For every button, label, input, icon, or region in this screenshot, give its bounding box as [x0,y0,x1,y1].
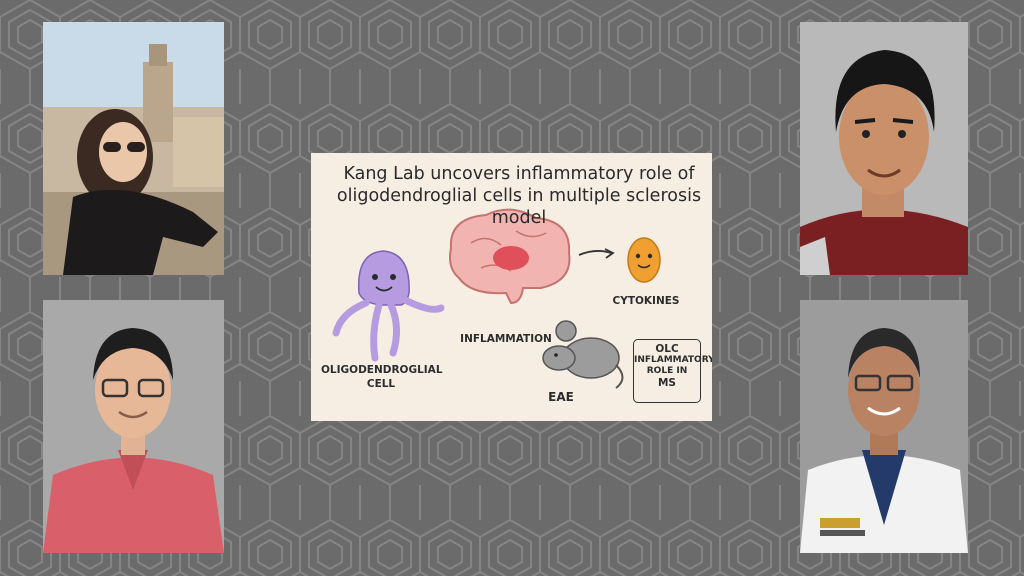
label-cytokines: CYTOKINES [612,295,680,307]
card-title-line2: oligodendroglial cells in multiple scler… [336,186,702,228]
illustration-art [332,208,661,389]
photo-man-glasses-red-shirt [43,300,224,553]
cytokine-icon [627,237,661,283]
arrow-icon [578,250,612,256]
label-inflammation: INFLAMMATION [460,333,552,345]
brain-icon [449,208,571,305]
label-oligodendroglial-line1: OLIGODENDROGLIAL [321,364,443,376]
card-title-line1: Kang Lab uncovers inflammatory role of [343,164,695,184]
olc-inflammatory-role-box: OLC INFLAMMATORY ROLE IN MS [633,339,712,403]
oligodendroglial-cell-icon [332,250,445,362]
label-oligodendroglial-cell: OLIGODENDROGLIAL CELL [321,363,443,391]
olc-box-line1: OLC [655,343,679,355]
olc-box-line3: ROLE IN [646,366,688,376]
olc-box-line4: MS [657,377,676,389]
label-oligodendroglial-line2: CELL [366,378,396,390]
label-eae: EAE [548,390,574,404]
mouse-icon [542,320,624,389]
photo-woman-sunglasses [43,22,224,275]
card-title: Kang Lab uncovers inflammatory role of o… [329,163,709,229]
photo-man-white-coat [800,300,968,553]
photo-man-red-hoodie [800,22,968,275]
olc-box-line2: INFLAMMATORY [634,355,712,365]
research-illustration-card: Kang Lab uncovers inflammatory role of o… [311,153,712,421]
